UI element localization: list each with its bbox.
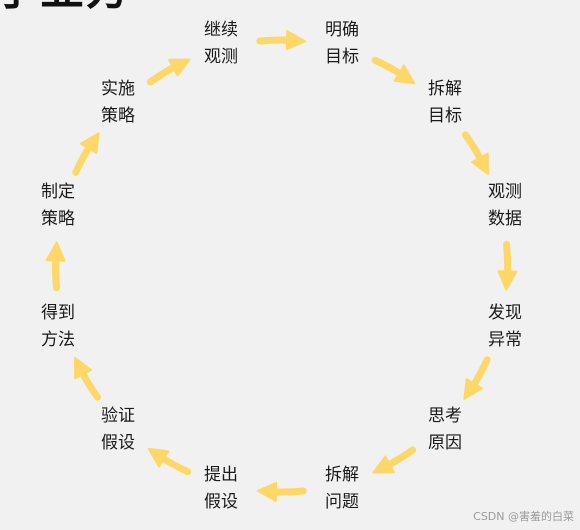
arrow-to-find-anomaly <box>497 240 518 291</box>
chevron-arrow-icon <box>79 132 100 154</box>
chevron-arrow-icon <box>497 270 518 291</box>
arrow-to-verify-hypothesis <box>147 447 192 476</box>
chevron-arrow-icon <box>471 152 489 176</box>
arrow-to-break-down-problem <box>372 446 417 474</box>
chevron-arrow-icon <box>372 455 395 474</box>
chevron-arrow-icon <box>74 356 92 380</box>
chevron-arrow-icon <box>393 64 416 85</box>
chevron-arrow-icon <box>168 58 191 77</box>
step-clarify-goal: 明确目标 <box>325 20 359 67</box>
step-observe-data: 观测数据 <box>488 182 522 229</box>
step-formulate-strategy: 制定策略 <box>41 182 75 229</box>
step-verify-hypothesis: 验证假设 <box>101 406 135 453</box>
watermark: CSDN @害羞的白菜 <box>473 510 574 523</box>
step-break-down-problem: 拆解问题 <box>325 465 359 512</box>
chevron-arrow-icon <box>463 378 484 400</box>
arrow-to-observe-data <box>462 131 489 176</box>
step-continue-observe: 继续观测 <box>204 20 238 67</box>
step-obtain-method: 得到方法 <box>41 303 75 350</box>
arrow-to-break-down-goal <box>371 56 416 85</box>
page-title-fragment: 了业方 <box>0 0 132 12</box>
arrow-to-clarify-goal <box>256 30 307 51</box>
arrow-to-think-cause <box>463 356 491 400</box>
step-think-cause: 思考原因 <box>428 406 462 453</box>
chevron-arrow-icon <box>256 481 278 502</box>
step-find-anomaly: 发现异常 <box>488 303 522 350</box>
chevron-arrow-icon <box>45 241 66 262</box>
step-propose-hypothesis: 提出假设 <box>204 465 238 512</box>
arrow-to-implement-strategy <box>72 132 100 176</box>
arrow-to-formulate-strategy <box>45 241 66 292</box>
arrow-to-propose-hypothesis <box>256 481 307 502</box>
chevron-arrow-icon <box>147 447 170 468</box>
arrow-to-continue-observe <box>146 58 191 86</box>
step-break-down-goal: 拆解目标 <box>428 79 462 126</box>
step-implement-strategy: 实施策略 <box>101 79 135 126</box>
chevron-arrow-icon <box>285 30 307 51</box>
arrow-to-obtain-method <box>74 356 101 401</box>
